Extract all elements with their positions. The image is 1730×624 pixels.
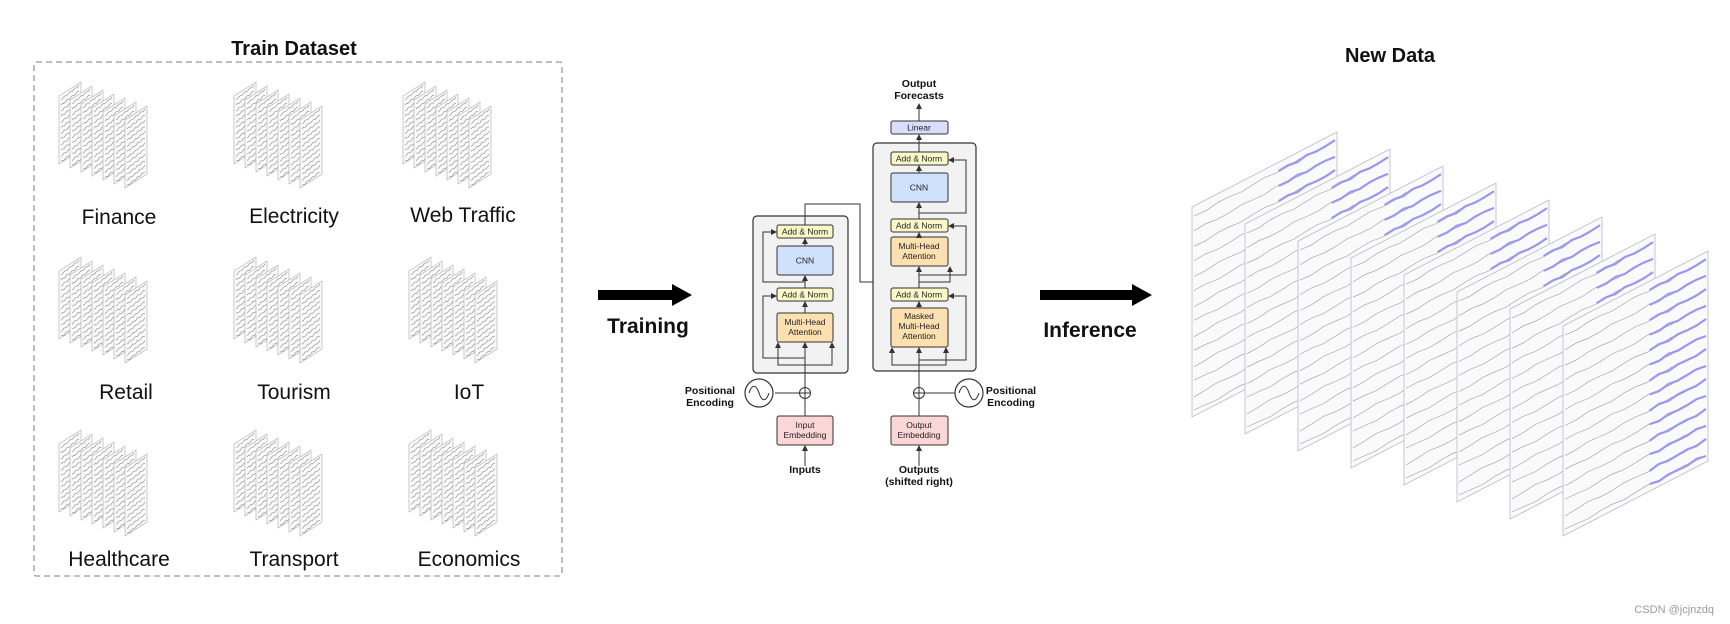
encoder-multi-head-attention: Multi-Head Attention	[776, 312, 834, 343]
time-series-sheet	[124, 453, 148, 537]
category-retail: Retail	[99, 381, 153, 404]
dataset-stack	[58, 429, 148, 537]
decoder-linear: Linear	[890, 120, 949, 135]
svg-text:Attention: Attention	[902, 251, 936, 261]
encoder-positional-encoding: Positional Encoding	[685, 378, 774, 409]
decoder-add-norm-1: Add & Norm	[890, 151, 949, 166]
svg-text:Multi-Head: Multi-Head	[898, 241, 939, 251]
svg-text:Outputs: Outputs	[899, 464, 939, 476]
encoder-cnn: CNN	[776, 245, 834, 276]
watermark: CSDN @jcjnzdq	[1634, 604, 1714, 616]
svg-text:Add & Norm: Add & Norm	[782, 227, 828, 237]
encoder-input-embedding: Input Embedding	[776, 415, 834, 446]
encoder-add-norm-bottom: Add & Norm	[776, 287, 834, 302]
time-series-sheet	[124, 280, 148, 364]
category-finance: Finance	[82, 206, 157, 229]
svg-text:Forecasts: Forecasts	[894, 90, 944, 102]
dataset-stack	[233, 81, 323, 189]
time-series-sheet	[124, 105, 148, 189]
model-diagram: Add & Norm CNN Add & Norm Multi-Head Att…	[685, 78, 1036, 488]
training-label: Training	[607, 315, 689, 338]
svg-text:Masked: Masked	[904, 311, 934, 321]
training-arrow: Training	[598, 284, 692, 338]
svg-text:Encoding: Encoding	[686, 397, 734, 409]
dataset-stack	[233, 256, 323, 364]
svg-text:Multi-Head: Multi-Head	[898, 321, 939, 331]
svg-text:Add & Norm: Add & Norm	[896, 154, 942, 164]
svg-text:CNN: CNN	[910, 183, 928, 193]
category-transport: Transport	[249, 548, 338, 571]
new-data-stack	[1191, 131, 1709, 537]
decoder-outputs-label: Outputs (shifted right)	[885, 464, 953, 488]
dataset-stacks	[58, 81, 498, 537]
encoder-inputs-label: Inputs	[789, 464, 821, 476]
inference-label: Inference	[1043, 319, 1136, 342]
train-dataset-panel: Train Dataset Finance Electricity Web Tr…	[33, 38, 563, 577]
svg-text:Attention: Attention	[902, 331, 936, 341]
category-web-traffic: Web Traffic	[410, 204, 515, 227]
train-dataset-border	[33, 61, 563, 577]
dataset-stack	[408, 256, 498, 364]
time-series-sheet	[299, 453, 323, 537]
train-dataset-title: Train Dataset	[231, 38, 357, 60]
new-data-panel: New Data	[1191, 45, 1709, 537]
svg-text:Positional: Positional	[986, 385, 1036, 397]
decoder-multi-head-attention: Multi-Head Attention	[890, 236, 949, 267]
decoder-positional-encoding: Positional Encoding	[954, 378, 1036, 409]
decoder-add-norm-2: Add & Norm	[890, 218, 949, 233]
svg-text:Add & Norm: Add & Norm	[896, 290, 942, 300]
category-economics: Economics	[418, 548, 521, 571]
time-series-sheet	[299, 105, 323, 189]
svg-text:Encoding: Encoding	[987, 397, 1035, 409]
decoder-output-forecasts-label: Output Forecasts	[894, 78, 944, 102]
decoder-cnn: CNN	[890, 172, 949, 203]
inference-arrow: Inference	[1040, 284, 1152, 342]
svg-text:Add & Norm: Add & Norm	[782, 290, 828, 300]
category-healthcare: Healthcare	[68, 548, 170, 571]
svg-text:Output: Output	[902, 78, 937, 90]
time-series-sheet	[474, 280, 498, 364]
decoder-masked-multi-head-attention: Masked Multi-Head Attention	[890, 307, 949, 348]
time-series-sheet	[474, 453, 498, 537]
inference-arrow-shaft	[1040, 290, 1134, 300]
svg-text:CNN: CNN	[796, 256, 814, 266]
decoder-connections	[889, 103, 967, 466]
dataset-stack	[58, 81, 148, 189]
dataset-stack	[408, 429, 498, 537]
svg-text:Add & Norm: Add & Norm	[896, 221, 942, 231]
category-electricity: Electricity	[249, 205, 339, 228]
time-series-sheet	[468, 105, 492, 189]
svg-text:Input: Input	[796, 420, 816, 430]
category-tourism: Tourism	[257, 381, 331, 404]
svg-text:Output: Output	[906, 420, 932, 430]
svg-text:Attention: Attention	[788, 327, 822, 337]
time-series-sheet	[299, 280, 323, 364]
svg-text:Linear: Linear	[907, 123, 931, 133]
new-data-title: New Data	[1345, 45, 1436, 67]
category-iot: IoT	[454, 381, 485, 404]
svg-text:Embedding: Embedding	[897, 430, 940, 440]
time-series-sheet	[1562, 250, 1709, 537]
decoder-output-embedding: Output Embedding	[890, 415, 949, 446]
svg-text:Multi-Head: Multi-Head	[784, 317, 825, 327]
dataset-stack	[233, 429, 323, 537]
encoder-add-norm-top: Add & Norm	[776, 224, 834, 239]
dataset-stack	[58, 256, 148, 364]
dataset-stack	[402, 81, 492, 189]
training-arrow-shaft	[598, 290, 674, 300]
decoder-add-norm-3: Add & Norm	[890, 287, 949, 302]
training-arrow-head	[672, 284, 692, 306]
svg-text:(shifted right): (shifted right)	[885, 476, 953, 488]
svg-text:Positional: Positional	[685, 385, 735, 397]
inference-arrow-head	[1132, 284, 1152, 306]
svg-text:Embedding: Embedding	[783, 430, 826, 440]
